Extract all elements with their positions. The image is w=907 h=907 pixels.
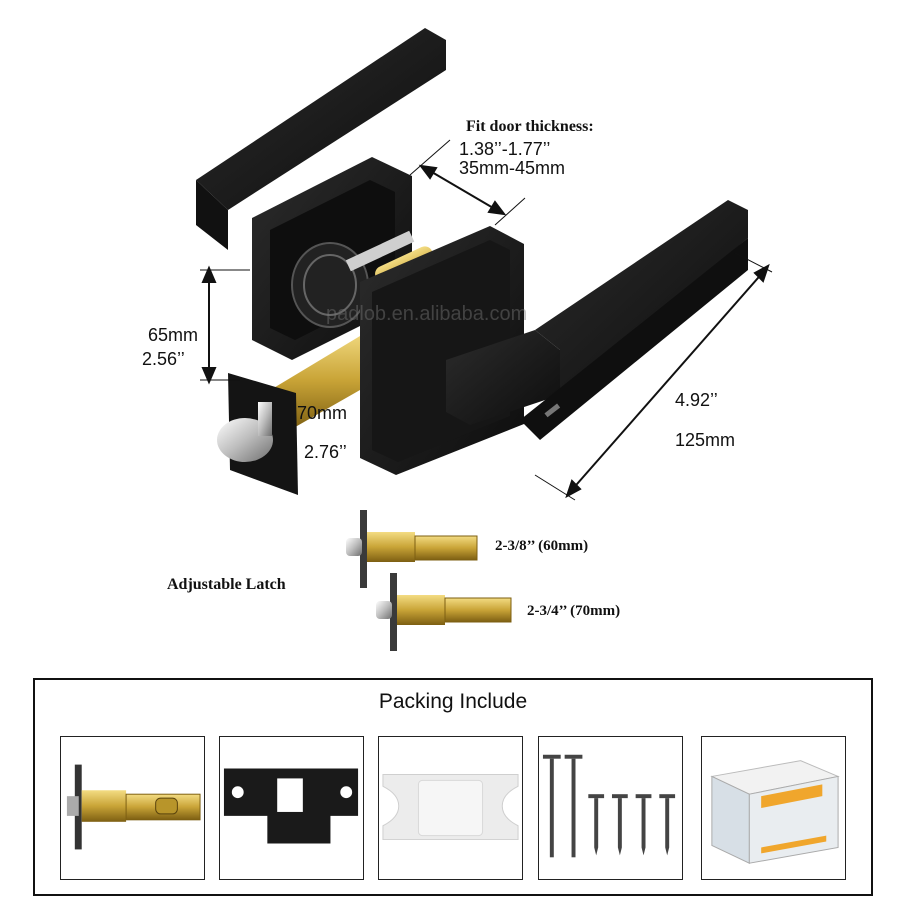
backset-mm: 70mm (297, 403, 348, 423)
front-lever (446, 200, 748, 440)
pack-item-box (701, 736, 846, 880)
latch-option-70mm: 2-3/4’’ (70mm) (527, 603, 621, 619)
back-lever (196, 28, 446, 250)
product-diagram: padlob.en.alibaba.com Fit door thickness… (142, 28, 773, 651)
adjustable-latch-label: Adjustable Latch (167, 576, 286, 593)
rose-height-inches: 2.56’’ (142, 349, 185, 369)
latch-60mm (346, 510, 478, 588)
template-card-icon (382, 773, 519, 841)
lever-length-inches: 4.92’’ (675, 390, 718, 410)
strike-plate-icon (223, 768, 359, 844)
latch-option-60mm: 2-3/8’’ (60mm) (495, 538, 589, 554)
latch-icon (66, 764, 201, 850)
backset-inches: 2.76’’ (304, 442, 347, 462)
screws-icon (542, 754, 676, 858)
pack-item-screws (538, 736, 683, 880)
door-thickness-mm: 35mm-45mm (459, 158, 566, 178)
watermark: padlob.en.alibaba.com (326, 303, 528, 325)
lever-length-mm: 125mm (675, 430, 736, 450)
rose-height-mm: 65mm (148, 325, 199, 345)
packing-title: Packing Include (378, 690, 528, 713)
latch-70mm (376, 573, 512, 651)
packing-include-panel: Packing Include (33, 678, 873, 896)
door-thickness-inches: 1.38’’-1.77’’ (459, 139, 551, 159)
dimension-lines (200, 139, 773, 501)
pack-item-template-card (378, 736, 523, 880)
lever-lockset-illustration (196, 28, 773, 651)
door-thickness-label: Fit door thickness: (466, 118, 594, 135)
pack-item-latch (60, 736, 205, 880)
box-icon (710, 760, 840, 865)
pack-item-strike-plate (219, 736, 364, 880)
